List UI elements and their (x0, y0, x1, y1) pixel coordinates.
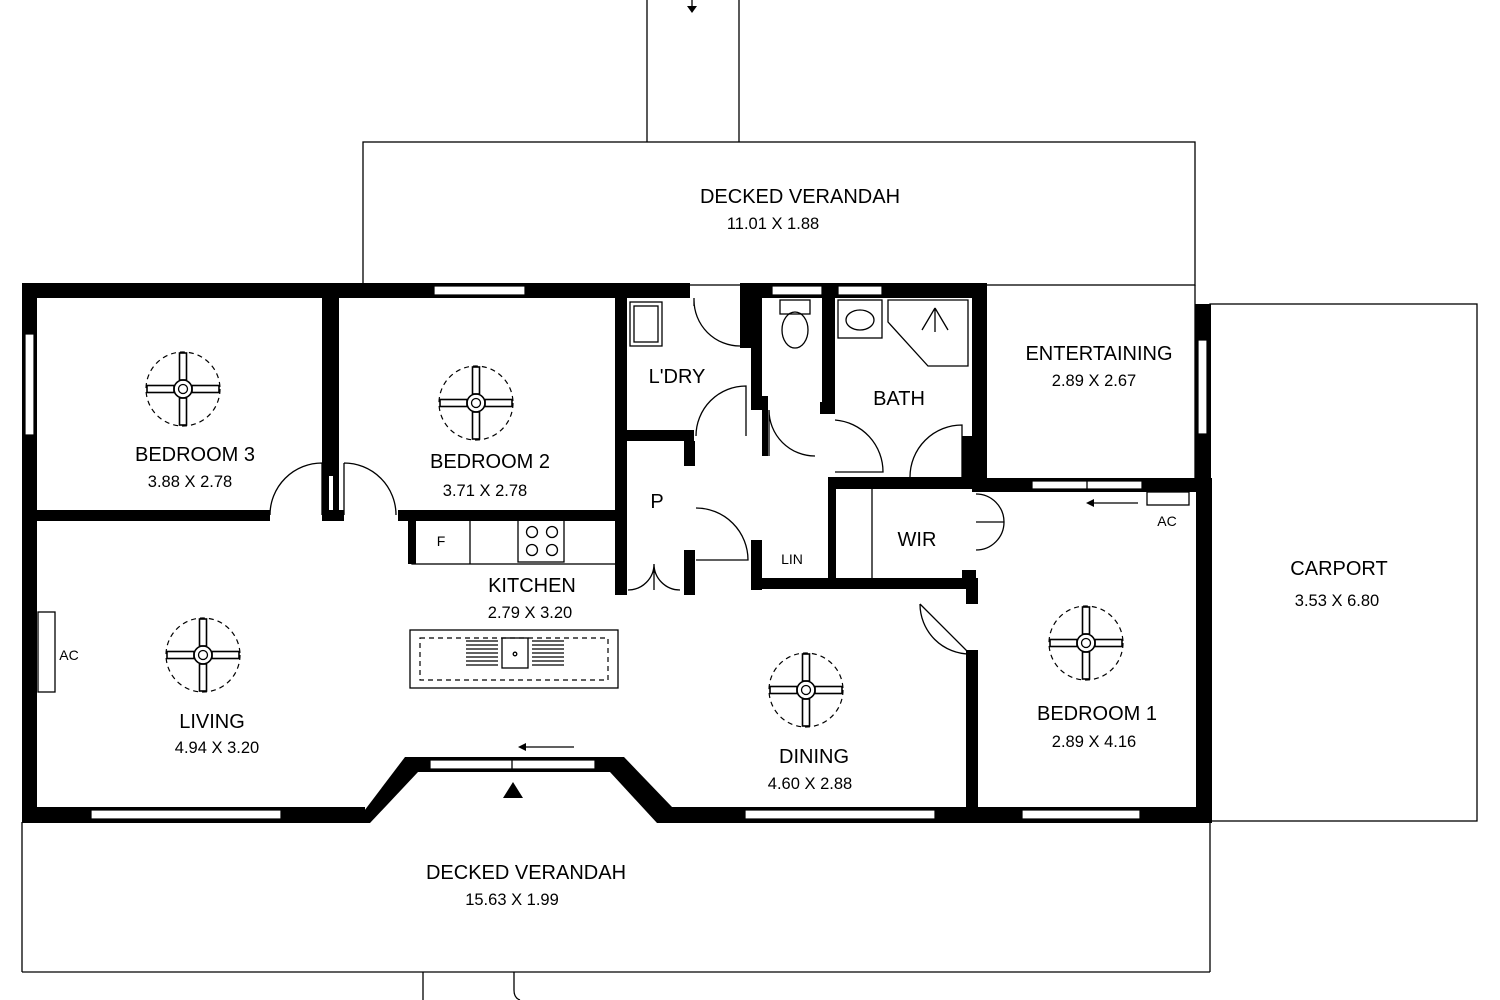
interior-walls (37, 298, 978, 823)
bedroom2-name: BEDROOM 2 (430, 451, 550, 473)
bedroom2-dims: 3.71 X 2.78 (443, 482, 527, 500)
linen-name: LIN (781, 551, 803, 567)
bath-name: BATH (873, 388, 925, 410)
laundry-name: L'DRY (649, 366, 706, 388)
kitchen-dims: 2.79 X 3.20 (488, 604, 572, 622)
ac-bedroom1-label: AC (1157, 513, 1176, 529)
ceiling-fan-icon (438, 365, 514, 441)
rear-verandah-dims: 11.01 X 1.88 (727, 215, 819, 233)
rear-verandah-name: DECKED VERANDAH (700, 186, 900, 208)
carport-name: CARPORT (1290, 558, 1387, 580)
entertaining-dims: 2.89 X 2.67 (1052, 372, 1136, 390)
doors (269, 298, 1005, 655)
room-labels: DECKED VERANDAH 11.01 X 1.88 BEDROOM 3 3… (59, 186, 1387, 909)
ceiling-fan-icon (145, 351, 221, 427)
dining-dims: 4.60 X 2.88 (768, 775, 852, 793)
ceiling-fan-icon (1048, 605, 1124, 681)
ceiling-fan-icon (768, 652, 844, 728)
fridge-label: F (437, 533, 446, 549)
kitchen-name: KITCHEN (488, 575, 576, 597)
driveway-top (646, 0, 740, 142)
front-verandah-dims: 15.63 X 1.99 (465, 891, 559, 909)
ceiling-fan-icon (165, 617, 241, 693)
ceiling-fans (145, 351, 1124, 728)
pantry-name: P (650, 491, 663, 513)
ac-living-label: AC (59, 647, 78, 663)
carport-dims: 3.53 X 6.80 (1295, 592, 1379, 610)
bedroom3-dims: 3.88 X 2.78 (148, 473, 232, 491)
windows (24, 285, 1208, 820)
living-name: LIVING (179, 711, 245, 733)
rear-verandah-outline (362, 141, 1196, 286)
bedroom3-name: BEDROOM 3 (135, 444, 255, 466)
bedroom1-name: BEDROOM 1 (1037, 703, 1157, 725)
dining-name: DINING (779, 746, 849, 768)
front-verandah-outline (21, 822, 1211, 1000)
entertaining-name: ENTERTAINING (1025, 343, 1172, 365)
wir-name: WIR (898, 529, 937, 551)
front-verandah-name: DECKED VERANDAH (426, 862, 626, 884)
living-dims: 4.94 X 3.20 (175, 739, 259, 757)
fixtures (37, 299, 1190, 798)
bedroom1-dims: 2.89 X 4.16 (1052, 733, 1136, 751)
